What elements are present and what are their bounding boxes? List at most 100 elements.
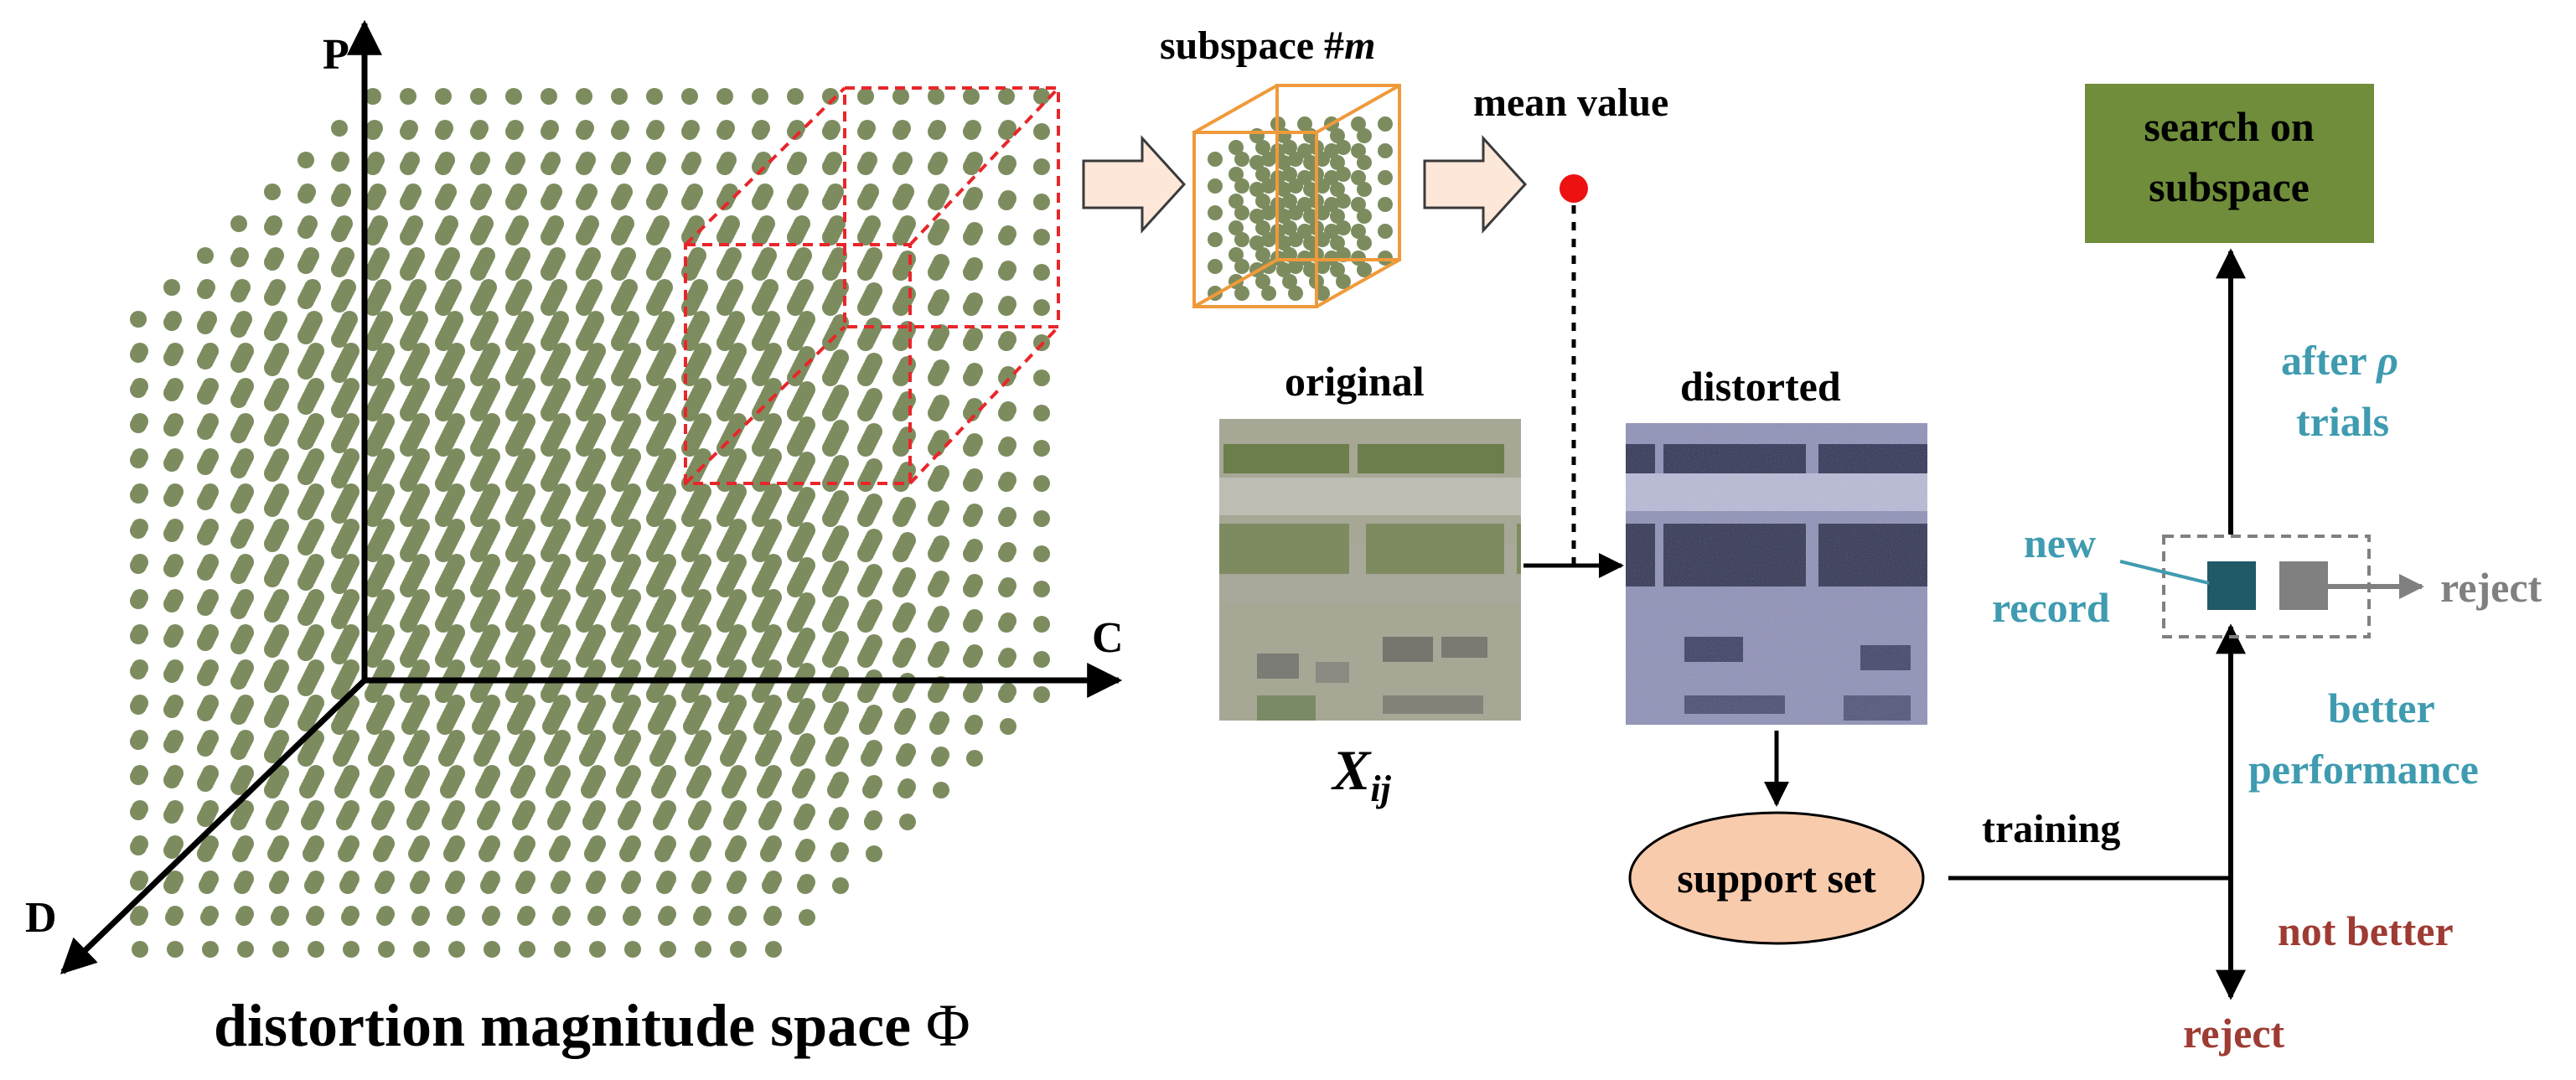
space-dot — [264, 359, 281, 376]
subspace-dot — [1276, 262, 1291, 277]
subspace-dot — [1234, 205, 1249, 220]
space-dot — [896, 750, 913, 767]
support-set-ellipse — [1628, 811, 1925, 945]
space-dot — [1033, 510, 1050, 527]
space-dot — [264, 711, 281, 728]
space-dot — [264, 219, 281, 235]
space-dot — [331, 120, 348, 137]
space-dot — [505, 405, 522, 421]
space-dot — [199, 877, 215, 894]
space-dot — [861, 750, 877, 767]
space-dot — [857, 88, 874, 105]
space-dot — [1033, 440, 1050, 457]
space-dot — [163, 420, 180, 437]
subspace-dot — [1208, 259, 1223, 274]
space-dot — [470, 405, 487, 421]
space-dot — [435, 88, 452, 105]
space-dot — [336, 814, 353, 830]
space-dot — [757, 782, 773, 798]
space-dot — [1033, 369, 1050, 386]
subspace-dot — [1336, 140, 1351, 155]
space-dot — [435, 264, 452, 281]
space-dot — [752, 440, 768, 457]
space-dot — [829, 814, 846, 830]
space-dot — [752, 299, 768, 316]
space-dot — [755, 750, 772, 767]
space-dot — [998, 299, 1015, 316]
space-dot — [331, 190, 348, 207]
space-dot — [230, 497, 247, 514]
subspace-dot — [1351, 224, 1366, 239]
space-dot — [611, 686, 628, 703]
space-dot — [130, 592, 147, 609]
space-dot — [827, 782, 844, 798]
space-dot — [130, 768, 147, 785]
space-dot — [365, 405, 381, 421]
space-dot — [365, 264, 381, 281]
space-dot — [552, 909, 569, 926]
space-dot — [541, 440, 557, 457]
space-dot — [365, 651, 381, 668]
space-dot — [787, 686, 804, 703]
space-dot — [787, 88, 804, 105]
space-dot — [130, 452, 147, 468]
space-dot — [822, 88, 839, 105]
space-dot — [752, 686, 768, 703]
space-dot — [505, 88, 522, 105]
space-dot — [857, 369, 874, 386]
space-dot — [624, 941, 641, 958]
space-dot — [928, 616, 944, 633]
subspace-dot — [1378, 197, 1393, 212]
subspace-dot — [1303, 209, 1318, 224]
space-dot — [405, 782, 422, 798]
space-dot — [1033, 651, 1050, 668]
space-dot — [297, 750, 314, 767]
space-dot — [857, 510, 874, 527]
space-dot — [297, 504, 314, 520]
space-dot — [541, 299, 557, 316]
space-dot — [163, 385, 180, 401]
space-dot — [197, 564, 214, 581]
subspace-dot — [1336, 220, 1351, 235]
space-dot — [752, 264, 768, 281]
space-dot — [892, 88, 909, 105]
space-dot — [519, 941, 535, 958]
space-dot — [544, 750, 561, 767]
space-dot — [470, 369, 487, 386]
space-dot — [197, 845, 214, 862]
space-dot — [822, 545, 839, 562]
distortion-space-dot-cloud — [130, 88, 1050, 958]
space-dot — [230, 532, 247, 549]
space-dot — [681, 158, 698, 175]
subspace-dot — [1229, 167, 1244, 182]
space-dot — [541, 158, 557, 175]
space-dot — [435, 194, 452, 210]
subspace-dot — [1229, 140, 1244, 155]
space-dot — [365, 440, 381, 457]
subspace-dot — [1357, 262, 1372, 277]
space-dot — [646, 194, 663, 210]
space-dot — [899, 814, 916, 830]
space-dot — [130, 804, 147, 820]
subspace-dot — [1234, 178, 1249, 194]
space-dot — [752, 369, 768, 386]
space-dot — [686, 782, 703, 798]
space-dot — [963, 334, 980, 351]
space-dot — [163, 666, 180, 683]
space-dot — [730, 941, 747, 958]
space-dot — [681, 686, 698, 703]
space-dot — [163, 561, 180, 577]
space-dot — [331, 472, 348, 488]
space-dot — [616, 782, 633, 798]
space-dot — [1033, 88, 1050, 105]
space-dot — [716, 405, 733, 421]
space-dot — [752, 194, 768, 210]
space-dot — [400, 581, 416, 597]
rejected-record-square — [2279, 561, 2328, 610]
space-dot — [963, 194, 980, 210]
space-dot — [716, 158, 733, 175]
space-dot — [448, 941, 465, 958]
subspace-dot — [1288, 259, 1303, 274]
subspace-dot — [1315, 178, 1330, 194]
space-dot — [163, 455, 180, 472]
